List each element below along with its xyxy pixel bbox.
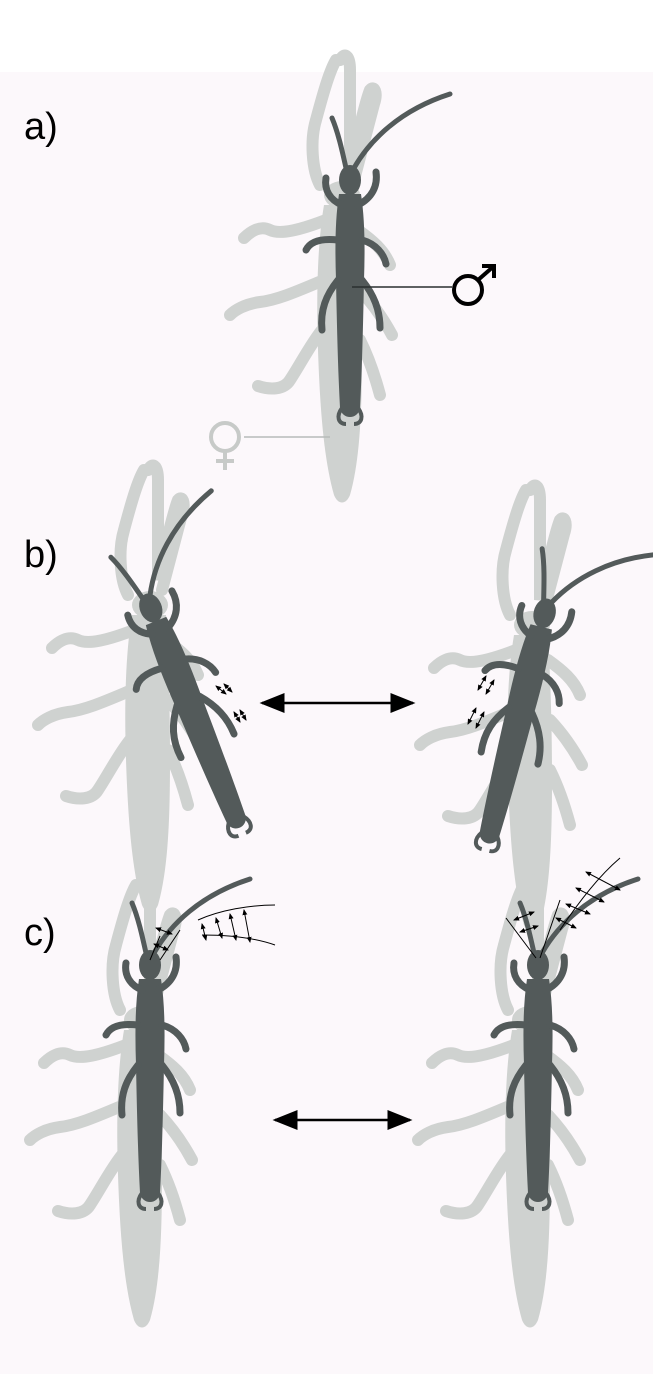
panel-label-b: b) bbox=[24, 536, 58, 574]
panel-label-c: c) bbox=[24, 914, 56, 952]
panel-label-a: a) bbox=[24, 108, 58, 146]
